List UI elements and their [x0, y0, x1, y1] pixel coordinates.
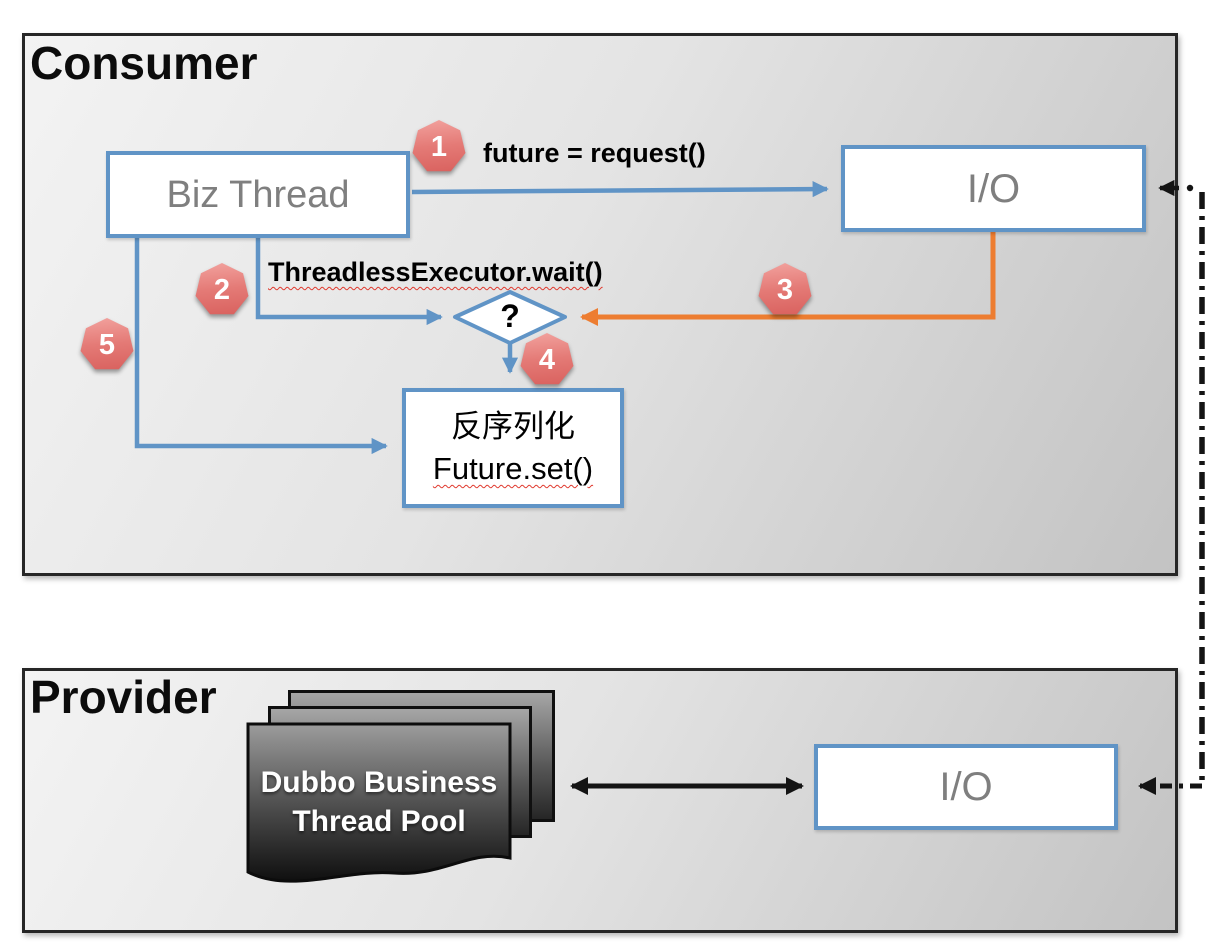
thread-pool-label: Dubbo Business Thread Pool	[246, 763, 512, 841]
step-badge-1-number: 1	[412, 120, 466, 172]
thread-pool-label-line2: Thread Pool	[292, 805, 466, 838]
consumer-io-box: I/O	[841, 145, 1146, 232]
provider-io-label: I/O	[939, 765, 993, 809]
step-badge-4-number: 4	[520, 333, 574, 385]
deserialize-label-cjk: 反序列化	[451, 409, 575, 444]
provider-title: Provider	[30, 671, 217, 723]
arrow-threadless-wait	[255, 236, 443, 326]
biz-thread-box: Biz Thread	[106, 151, 410, 238]
biz-thread-label: Biz Thread	[166, 173, 350, 216]
arrow-io-response	[580, 230, 996, 326]
consumer-title: Consumer	[30, 37, 258, 89]
step-badge-2: 2	[195, 263, 249, 317]
step-badge-4: 4	[520, 333, 574, 387]
thread-pool-label-line1: Dubbo Business	[260, 766, 498, 799]
thread-pool-wavy-page	[246, 722, 512, 883]
arrow-callback	[134, 236, 388, 455]
step-badge-5-number: 5	[80, 318, 134, 370]
step-badge-3: 3	[758, 263, 812, 317]
step-badge-1: 1	[412, 120, 466, 174]
arrow-request	[411, 181, 829, 198]
provider-io-box: I/O	[814, 744, 1118, 830]
future-set-label: Future.set()	[432, 451, 594, 486]
threadless-executor-label: ThreadlessExecutor.wait()	[268, 257, 603, 287]
consumer-io-label: I/O	[966, 166, 1021, 211]
thread-pool-page-front	[246, 722, 512, 883]
future-request-label: future = request()	[483, 138, 706, 168]
deserialize-box: 反序列化 Future.set()	[402, 388, 624, 508]
step-badge-2-number: 2	[195, 263, 249, 315]
network-dot	[1186, 184, 1194, 192]
step-badge-3-number: 3	[758, 263, 812, 315]
decision-diamond	[453, 290, 567, 345]
decision-question-mark: ?	[500, 298, 520, 334]
step-badge-5: 5	[80, 318, 134, 372]
